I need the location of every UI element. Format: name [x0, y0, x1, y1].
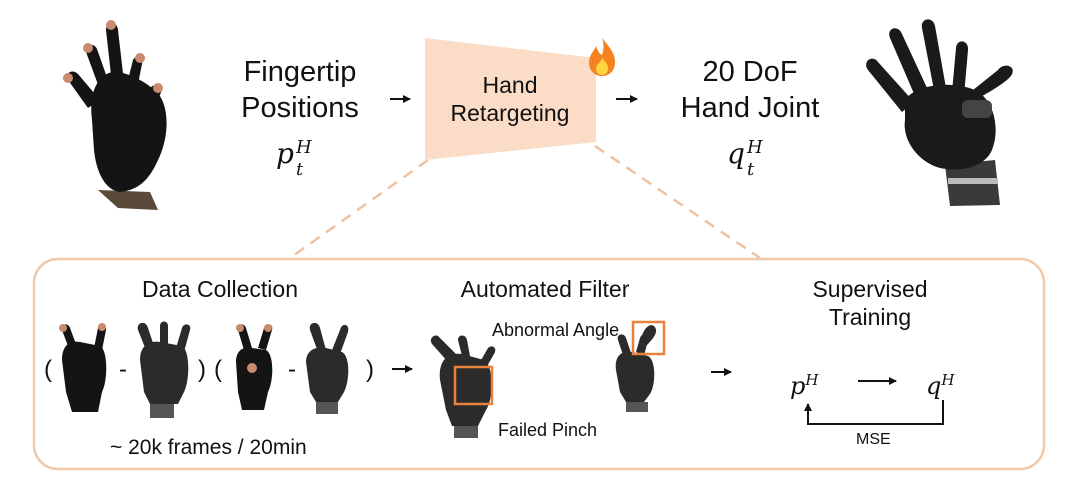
- abnormal-angle-label: Abnormal Angle: [492, 320, 620, 340]
- module-label: Hand Retargeting: [430, 71, 590, 127]
- robot-hand-rock-sign: [137, 321, 191, 418]
- output-symbol-base: q: [727, 137, 745, 170]
- input-label: Fingertip Positions: [220, 54, 380, 126]
- robot-hand-peace-sign: [306, 322, 349, 414]
- robot-hand-image: [866, 19, 1013, 206]
- input-symbol-sub: t: [295, 159, 304, 180]
- supervised-training-title-line-1: Supervised: [812, 276, 928, 302]
- paren-close-1: ): [198, 356, 206, 383]
- data-collection-title: Data Collection: [142, 276, 298, 302]
- module-label-line-1: Hand: [482, 72, 538, 98]
- glove-hand-peace-sign: [236, 324, 273, 410]
- input-symbol-sup: H: [295, 137, 312, 158]
- training-from-sup: H: [805, 371, 819, 389]
- output-symbol-sup: H: [746, 137, 763, 158]
- human-glove-hand-image: [63, 20, 167, 210]
- training-to-base: q: [926, 372, 942, 400]
- automated-filter-title: Automated Filter: [460, 276, 630, 302]
- training-to-symbol: qH: [926, 366, 954, 400]
- input-label-line-1: Fingertip: [243, 56, 357, 88]
- output-label-line-2: Hand Joint: [680, 92, 820, 124]
- module-label-line-2: Retargeting: [450, 100, 570, 126]
- training-from-base: p: [790, 372, 806, 400]
- training-from-symbol: pH: [790, 366, 818, 400]
- input-label-line-2: Positions: [241, 92, 359, 124]
- failed-pinch-label: Failed Pinch: [498, 420, 598, 440]
- paren-open-2: (: [214, 356, 222, 383]
- abnormal-angle-highlight-box: [631, 320, 666, 356]
- paren-close-2: ): [366, 356, 374, 383]
- module-block: [425, 38, 596, 160]
- failed-pinch-highlight-box: [453, 365, 494, 406]
- connector-left: [289, 158, 429, 260]
- separator-1: -: [119, 356, 127, 383]
- output-label-line-1: 20 DoF: [702, 56, 798, 88]
- glove-hand-rock-sign: [59, 323, 107, 412]
- fire-icon: [589, 38, 616, 76]
- robot-hand-failed-pinch: [430, 335, 496, 438]
- training-to-sup: H: [941, 371, 955, 389]
- output-symbol-sub: t: [746, 159, 755, 180]
- separator-2: -: [288, 356, 296, 383]
- detail-panel: [32, 257, 1046, 471]
- output-label: 20 DoF Hand Joint: [650, 54, 850, 126]
- mse-feedback-arrow: [804, 400, 944, 425]
- supervised-training-title-line-2: Training: [828, 304, 912, 330]
- mse-label: MSE: [856, 431, 891, 448]
- connector-right: [594, 144, 761, 260]
- supervised-training-title: Supervised Training: [770, 275, 970, 331]
- robot-hand-abnormal-angle: [615, 325, 657, 412]
- paren-open-1: (: [44, 356, 52, 383]
- data-collection-caption: ~ 20k frames / 20min: [110, 436, 307, 459]
- input-symbol-base: p: [276, 137, 294, 170]
